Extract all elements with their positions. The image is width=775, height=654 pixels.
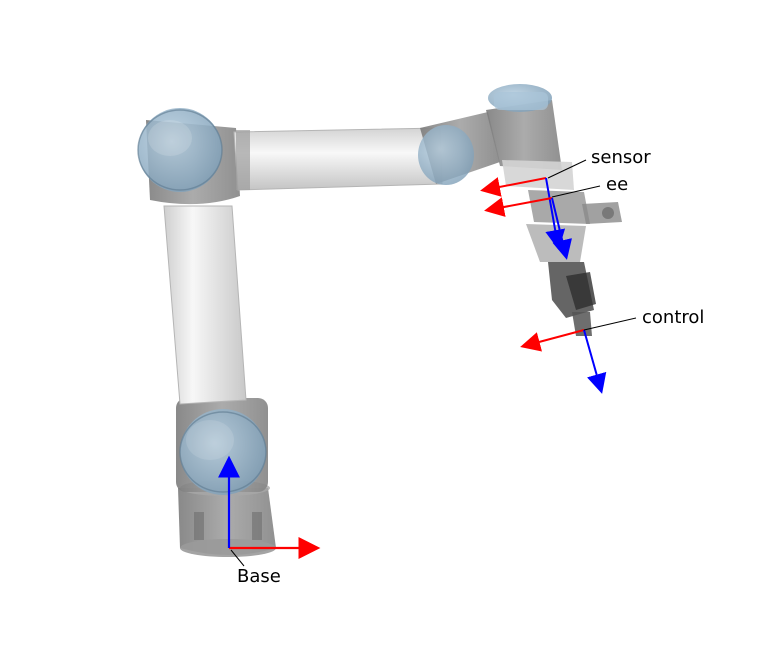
upper-arm-link [163, 205, 247, 405]
control-z-axis [583, 329, 607, 394]
control-leader-line [583, 317, 637, 331]
control-x-axis [520, 329, 585, 352]
ee-x-axis [484, 197, 553, 217]
elbow-joint [137, 108, 240, 205]
sensor-z-axis [545, 177, 566, 250]
ee-label: ee [606, 174, 628, 195]
wrist-1-joint [418, 112, 500, 185]
ee-leader-line [551, 185, 601, 198]
gripper-tool [526, 190, 622, 336]
base-leader-line [230, 549, 245, 567]
control-label: control [642, 307, 704, 328]
sensor-x-axis [480, 177, 547, 197]
ee-z-axis [551, 197, 572, 260]
base-label: Base [237, 566, 281, 587]
sensor-label: sensor [591, 147, 651, 168]
shoulder-joint [176, 398, 268, 495]
wrist-2-joint [486, 84, 574, 190]
robot-base [178, 480, 276, 557]
forearm-link [233, 127, 443, 191]
sensor-leader-line [547, 159, 587, 179]
